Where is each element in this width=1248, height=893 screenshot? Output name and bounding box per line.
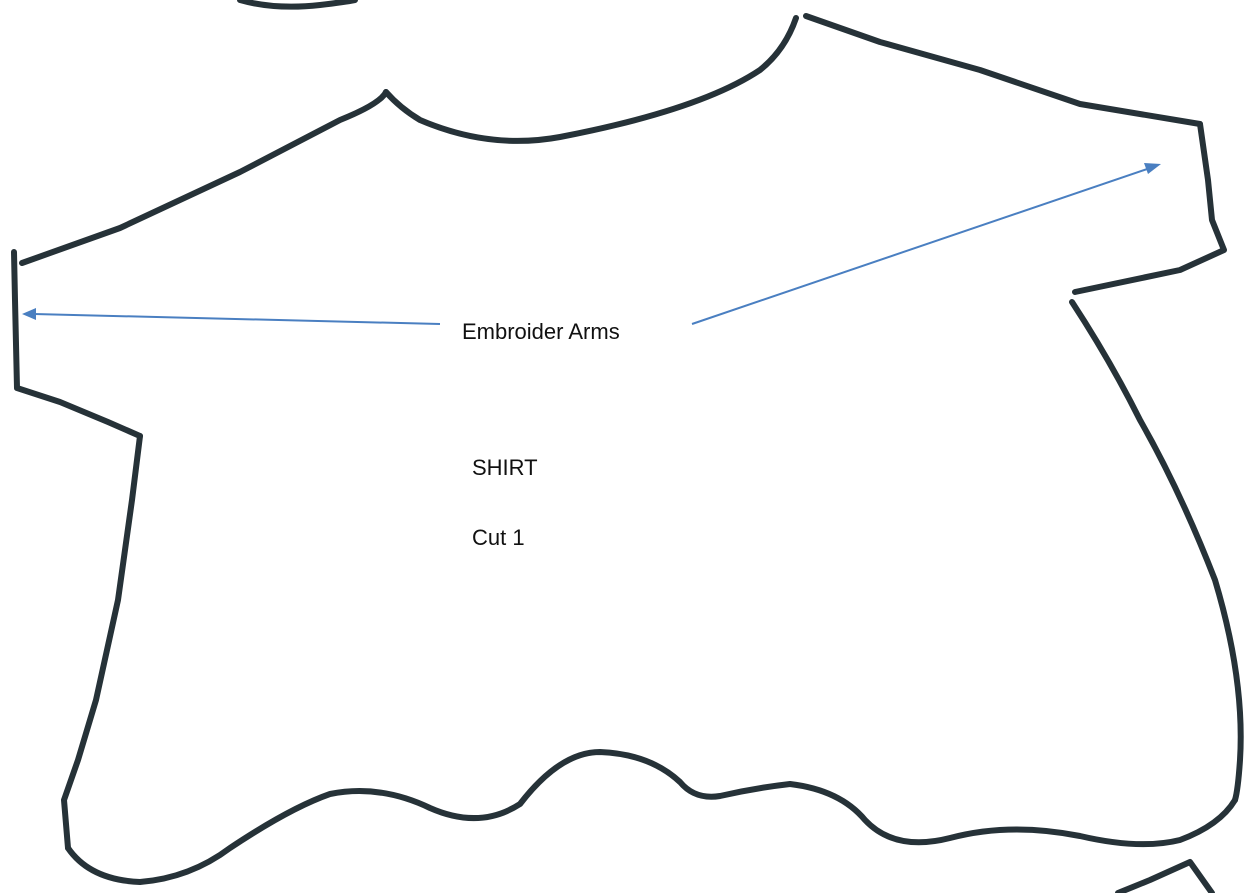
left-shoulder-line	[19, 89, 389, 266]
adjacent-piece-bottom-curve	[1115, 859, 1215, 893]
arrow-right-sleeve	[691, 167, 1151, 325]
pattern-title: SHIRT	[472, 455, 538, 480]
arrowhead-left	[22, 308, 36, 320]
arrowhead-right	[1144, 163, 1161, 174]
embroider-arms-label: Embroider Arms	[462, 319, 620, 344]
neckline-curve	[383, 15, 799, 144]
right-sleeve	[1072, 121, 1227, 295]
adjacent-piece-top-curve	[237, 0, 358, 10]
arrow-left-sleeve	[33, 313, 441, 325]
right-body-side	[1069, 299, 1244, 803]
scalloped-hem	[65, 749, 1238, 885]
right-shoulder-line	[803, 13, 1203, 127]
cut-instruction: Cut 1	[472, 525, 525, 550]
left-body-side	[61, 433, 143, 851]
left-sleeve	[11, 249, 143, 439]
